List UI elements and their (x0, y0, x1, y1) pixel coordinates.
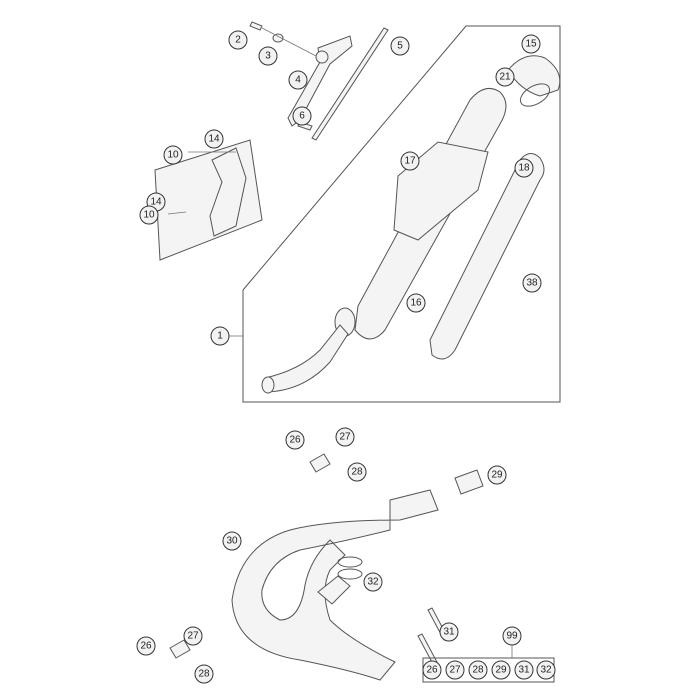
svg-text:1: 1 (217, 331, 223, 342)
assembly-frame (242, 25, 561, 403)
svg-text:26: 26 (426, 665, 438, 676)
exhaust-pipe-part (169, 453, 484, 681)
callout-30: 30 (222, 531, 242, 551)
svg-text:29: 29 (495, 665, 507, 676)
callout-29: 29 (487, 465, 507, 485)
svg-text:10: 10 (167, 150, 179, 161)
muffler-part (261, 55, 561, 394)
svg-text:31: 31 (518, 665, 530, 676)
svg-text:29: 29 (491, 470, 503, 481)
svg-text:14: 14 (150, 197, 162, 208)
callout-14: 14 (204, 129, 224, 149)
callout-10: 10 (163, 145, 183, 165)
svg-text:99: 99 (506, 631, 518, 642)
callout-99: 99 (502, 626, 522, 646)
svg-text:2: 2 (235, 35, 241, 46)
svg-text:30: 30 (226, 536, 238, 547)
svg-text:21: 21 (499, 72, 511, 83)
svg-text:15: 15 (525, 39, 537, 50)
pipe-clamp-part (154, 139, 263, 261)
callout-32: 32 (363, 572, 383, 592)
callout-26: 26 (136, 636, 156, 656)
callout-15: 15 (521, 34, 541, 54)
svg-text:28: 28 (198, 669, 210, 680)
svg-text:32: 32 (540, 665, 552, 676)
kit-item-26: 26 (422, 660, 442, 680)
svg-text:38: 38 (526, 278, 538, 289)
svg-text:27: 27 (339, 432, 351, 443)
callout-27: 27 (183, 626, 203, 646)
kit-item-31: 31 (514, 660, 534, 680)
svg-text:6: 6 (299, 111, 305, 122)
kit-item-32: 32 (536, 660, 556, 680)
svg-text:26: 26 (140, 641, 152, 652)
svg-text:14: 14 (208, 134, 220, 145)
svg-text:3: 3 (265, 51, 271, 62)
callout-26: 26 (285, 430, 305, 450)
callout-1: 1 (210, 326, 230, 346)
svg-text:4: 4 (295, 75, 301, 86)
callout-6: 6 (292, 106, 312, 126)
callout-16: 16 (406, 293, 426, 313)
callout-31: 31 (439, 622, 459, 642)
bracket-part (249, 21, 389, 141)
kit-item-27: 27 (445, 660, 465, 680)
svg-text:5: 5 (397, 41, 403, 52)
svg-text:16: 16 (410, 298, 422, 309)
svg-text:17: 17 (404, 156, 416, 167)
callout-17: 17 (400, 151, 420, 171)
svg-text:27: 27 (187, 631, 199, 642)
svg-text:28: 28 (472, 665, 484, 676)
svg-text:26: 26 (289, 435, 301, 446)
callout-18: 18 (514, 158, 534, 178)
svg-text:18: 18 (518, 163, 530, 174)
callout-3: 3 (258, 46, 278, 66)
kit-item-29: 29 (491, 660, 511, 680)
svg-text:31: 31 (443, 627, 455, 638)
svg-text:10: 10 (143, 210, 155, 221)
svg-text:32: 32 (367, 577, 379, 588)
callout-5: 5 (390, 36, 410, 56)
callout-38: 38 (522, 273, 542, 293)
svg-text:28: 28 (351, 467, 363, 478)
callout-28: 28 (347, 462, 367, 482)
callout-27: 27 (335, 427, 355, 447)
svg-text:27: 27 (449, 665, 461, 676)
callout-21: 21 (495, 67, 515, 87)
callout-4: 4 (288, 70, 308, 90)
callout-2: 2 (228, 30, 248, 50)
callout-10: 10 (139, 205, 159, 225)
kit-item-28: 28 (468, 660, 488, 680)
callout-28: 28 (194, 664, 214, 684)
